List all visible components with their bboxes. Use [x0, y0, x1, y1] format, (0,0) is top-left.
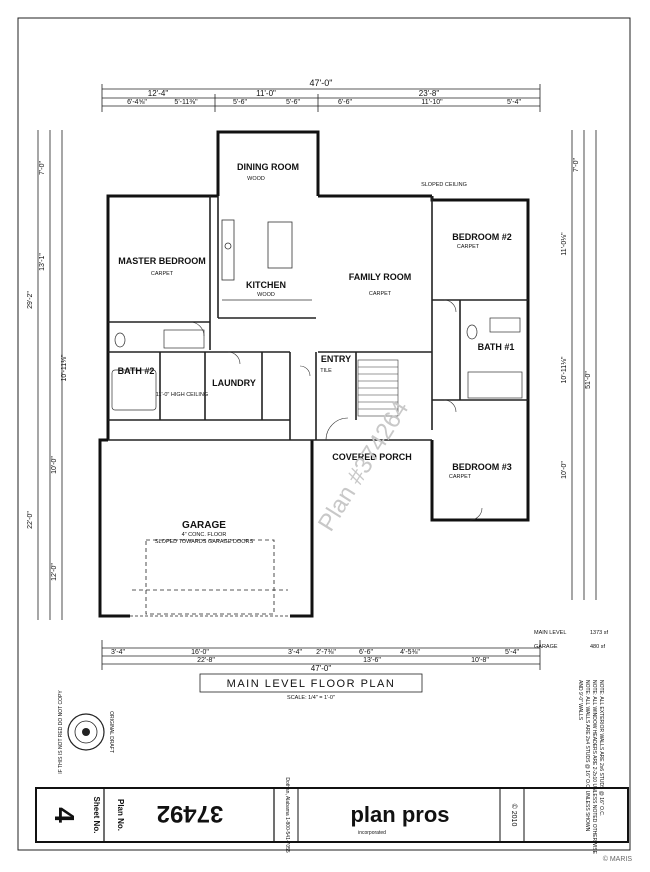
dim-left-3: 10'-11⅛" [61, 354, 68, 382]
dim-left-1: 7'-0" [39, 161, 46, 175]
company-logo: plan pros [350, 802, 449, 827]
dim-right-1: 7'-0" [573, 158, 580, 172]
dim-sub-5: 6'-6" [338, 99, 352, 106]
room-bedroom2: BEDROOM #2 [452, 232, 512, 242]
garage-door-lines [130, 539, 290, 617]
plan-title-box [199, 673, 423, 693]
dim-right-3: 10'-11⅛" [561, 356, 568, 384]
original-draft-stamp [67, 713, 105, 751]
dim-bottom-6: 4'-5⅜" [400, 649, 420, 656]
room-bath1: BATH #1 [478, 342, 515, 352]
bottom-dimensions [101, 640, 541, 670]
note-kitchen-wood: WOOD [257, 292, 275, 298]
contact: Dothan, Alabama 1-800-541-7055 [284, 777, 290, 853]
dim-bottom-total: 47'-0" [311, 664, 332, 673]
note-sloped-ceiling: SLOPED CEILING [421, 182, 467, 188]
dim-top-1: 12'-4" [148, 89, 169, 98]
top-dimensions [101, 84, 541, 112]
dim-total-width: 47'-0" [310, 78, 333, 88]
note-high-ceiling: 11'-0" HIGH CEILING [156, 392, 208, 398]
sheet-label: Sheet No. [92, 797, 101, 834]
right-dimensions [571, 130, 597, 600]
dim-left-4: 10'-0" [51, 456, 58, 474]
note-garage-floor: 4" CONC. FLOOR [182, 532, 227, 538]
note-bed2-carpet: CARPET [457, 244, 480, 250]
dim-left-5: 12'-0" [51, 563, 58, 581]
corner-credit: © MARIS [603, 855, 633, 863]
right-note-2: NOTE: ALL WINDOW HEADERS ARE 2-2x10 UNLE… [591, 680, 597, 855]
dim-sub-2: 5'-11⅜" [174, 99, 198, 106]
plan-number: 37492 [157, 800, 224, 827]
room-dining: DINING ROOM [237, 162, 299, 172]
dim-left-total-1: 29'-2" [27, 291, 34, 309]
area-main-label: MAIN LEVEL [534, 630, 566, 636]
room-bath2: BATH #2 [118, 366, 155, 376]
dim-left-2: 13'-1" [39, 253, 46, 271]
dim-bottom-4: 2'-7⅜" [316, 649, 336, 656]
dim-sub-6: 11'-10" [421, 99, 443, 106]
note-family-carpet: CARPET [369, 291, 392, 297]
area-garage-label: GARAGE [534, 644, 558, 650]
sheet-border [17, 17, 631, 851]
room-laundry: LAUNDRY [212, 378, 256, 388]
dim-bottom-3: 3'-4" [288, 649, 302, 656]
dim-right-4: 10'-0" [561, 461, 568, 479]
dim-bottom2-1: 22'-8" [197, 657, 215, 664]
kitchen-fixtures [221, 219, 312, 301]
room-bedroom3: BEDROOM #3 [452, 462, 512, 472]
dim-top-2: 11'-0" [256, 89, 276, 98]
right-note-1: NOTE: ALL EXTERIOR WALLS ARE 2x6 STUDS @… [598, 680, 604, 816]
right-note-3: NOTE: ALL WALLS ARE 2x4 STUDS @ 16" O.C.… [584, 680, 590, 832]
room-master: MASTER BEDROOM [118, 256, 206, 266]
dim-bottom-1: 3'-4" [111, 649, 125, 656]
dim-bottom2-2: 13'-6" [363, 657, 381, 664]
plan-scale: SCALE: 1/4" = 1'-0" [287, 695, 335, 701]
note-entry-tile: TILE [320, 368, 332, 374]
area-main-value: 1373 sf [590, 630, 609, 636]
dim-bottom-2: 16'-0" [191, 649, 209, 656]
dim-sub-4: 5'-6" [286, 99, 300, 106]
stairs [357, 359, 399, 417]
dim-right-total: 51'-0" [585, 371, 592, 389]
plan-label: Plan No. [116, 799, 125, 831]
room-porch: COVERED PORCH [332, 452, 412, 462]
title-block [35, 787, 629, 843]
bath-fixtures [111, 317, 523, 411]
dim-right-2: 11'-0⅛" [561, 232, 568, 256]
stamp-text: IF THIS IS NOT RED DO NOT COPY [58, 690, 64, 774]
dim-left-total-2: 22'-0" [27, 511, 34, 529]
sheet-number: 4 [49, 807, 80, 823]
note-garage-slope: SLOPED TOWARDS GARAGE DOORS [155, 539, 254, 545]
dim-bottom-7: 5'-4" [505, 649, 519, 656]
room-garage: GARAGE [182, 520, 226, 531]
interior-walls [108, 196, 528, 441]
right-notes: NOTE: ALL EXTERIOR WALLS ARE 2x6 STUDS @… [577, 680, 604, 855]
dim-bottom-5: 6'-6" [359, 649, 373, 656]
left-dimensions [37, 130, 63, 620]
right-note-4: AND 9'-0" WALLS [577, 680, 583, 721]
note-bed3-carpet: CARPET [449, 474, 472, 480]
room-kitchen: KITCHEN [246, 280, 286, 290]
plan-title: MAIN LEVEL FLOOR PLAN [227, 678, 396, 690]
note-dining-wood: WOOD [247, 176, 265, 182]
dim-sub-3: 5'-6" [233, 99, 247, 106]
watermark: Plan #374264 [313, 396, 414, 536]
dim-bottom2-3: 10'-8" [471, 657, 489, 664]
area-garage-value: 480 sf [590, 644, 605, 650]
company-sub: incorporated [358, 830, 386, 836]
copyright-year: © 2010 [510, 804, 518, 827]
room-entry: ENTRY [321, 354, 351, 364]
note-master-carpet: CARPET [151, 271, 174, 277]
dim-top-3: 23'-8" [419, 89, 440, 98]
room-family: FAMILY ROOM [349, 272, 412, 282]
dim-sub-1: 6'-4⅝" [127, 99, 147, 106]
dim-sub-7: 5'-4" [507, 99, 521, 106]
stamp-word: ORIGINAL DRAFT [108, 711, 114, 753]
door-swings [189, 299, 483, 521]
